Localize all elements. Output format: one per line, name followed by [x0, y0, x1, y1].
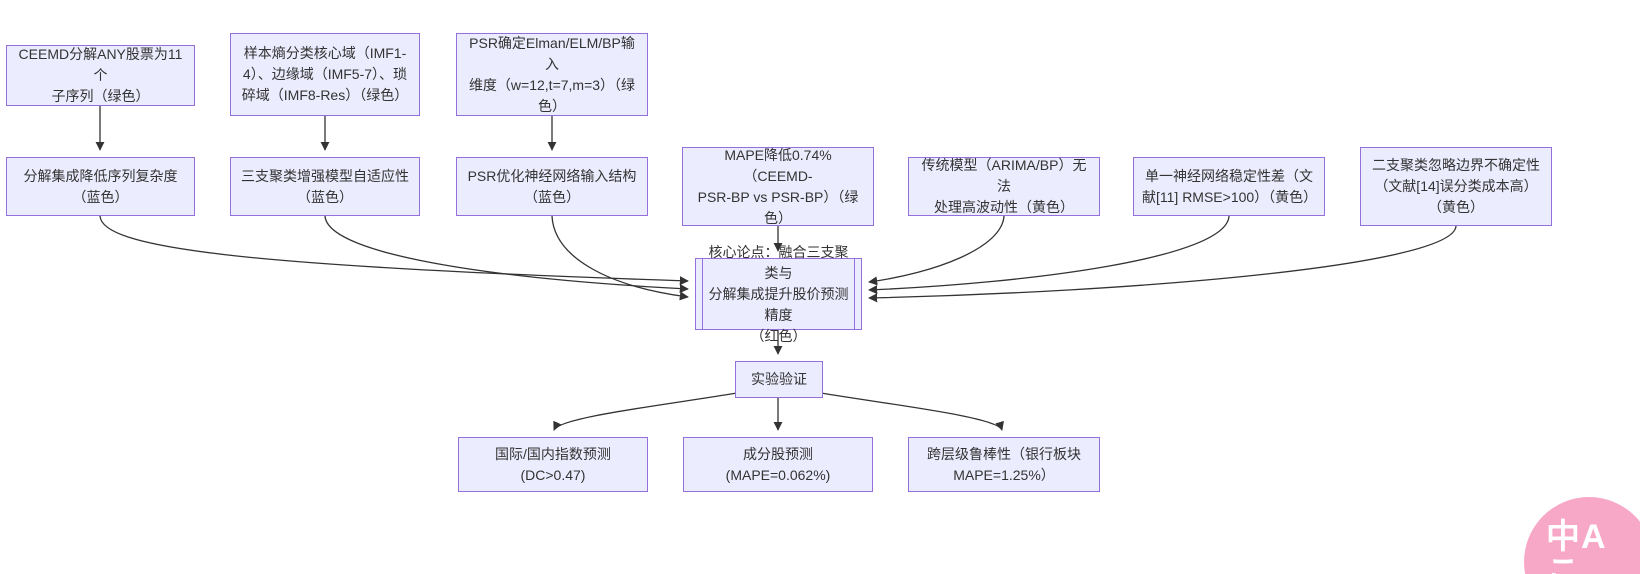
node-mape-evidence: MAPE降低0.74%（CEEMD- PSR-BP vs PSR-BP）（绿 色…	[682, 147, 874, 226]
node-cross-level-robustness-result: 跨层级鲁棒性（银行板块 MAPE=1.25%）	[908, 437, 1100, 492]
node-single-nn-limitation: 单一神经网络稳定性差（文 献[11] RMSE>100）（黄色）	[1133, 157, 1325, 216]
node-experiment-validation: 实验验证	[735, 361, 823, 398]
edge-traditional-to-core	[868, 215, 1005, 286]
node-three-way-clustering-benefit: 三支聚类增强模型自适应性 （蓝色）	[230, 157, 420, 216]
translate-float-button[interactable]: 中A こ	[1524, 497, 1640, 574]
edge-experiment-to-robust	[820, 392, 1004, 431]
edge-twoway-to-core	[868, 225, 1457, 303]
node-index-prediction-result: 国际/国内指数预测 (DC>0.47)	[458, 437, 648, 492]
node-sample-entropy-domains: 样本熵分类核心域（IMF1- 4）、边缘域（IMF5-7）、琐 碎域（IMF8-…	[230, 33, 420, 116]
translate-icon: 中A	[1546, 518, 1607, 556]
node-traditional-model-limitation: 传统模型（ARIMA/BP）无法 处理高波动性（黄色）	[908, 157, 1100, 216]
edge-psropt-to-core	[551, 215, 689, 301]
edge-decomp-to-core	[99, 215, 689, 286]
node-psr-input-dimension: PSR确定Elman/ELM/BP输入 维度（w=12,t=7,m=3）（绿 色…	[456, 33, 648, 116]
node-ceemd-decomposition: CEEMD分解ANY股票为11个 子序列（绿色）	[6, 45, 195, 106]
translate-icon-line2: こ	[1546, 554, 1580, 574]
edge-singlenn-to-core	[868, 215, 1230, 295]
node-component-stock-result: 成分股预测 (MAPE=0.062%)	[683, 437, 873, 492]
node-decomposition-benefit: 分解集成降低序列复杂度 （蓝色）	[6, 157, 195, 216]
edge-experiment-to-index	[553, 392, 738, 431]
node-psr-optimization-benefit: PSR优化神经网络输入结构 （蓝色）	[456, 157, 648, 216]
core-thesis-label: 核心论点：融合三支聚类与 分解集成提升股价预测精度 （红色）	[708, 243, 849, 344]
node-two-way-clustering-limitation: 二支聚类忽略边界不确定性 （文献[14]误分类成本高） （黄色）	[1360, 147, 1552, 226]
edge-threeway-to-core	[324, 215, 689, 294]
node-core-thesis: 核心论点：融合三支聚类与 分解集成提升股价预测精度 （红色）	[695, 244, 862, 344]
